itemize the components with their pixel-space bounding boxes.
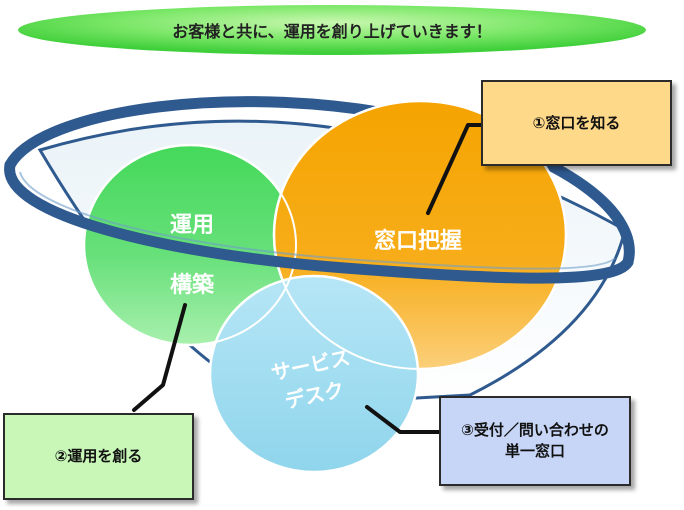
contact-label: 窓口把握 xyxy=(374,228,462,254)
ring-highlight xyxy=(19,171,616,270)
callout-2-text: ②運用を創る xyxy=(54,447,143,465)
callout-create-operation: ②運用を創る xyxy=(3,413,194,500)
banner-ellipse xyxy=(18,5,646,55)
callout-1-text: ①窓口を知る xyxy=(532,113,621,132)
operation-build-outline xyxy=(83,144,297,346)
connector-service-desk xyxy=(365,405,442,434)
callout-know-contact: ①窓口を知る xyxy=(481,80,672,166)
banner-text: お客様と共に、運用を創り上げていきます！ xyxy=(172,22,492,41)
callout-3-line1: ③受付／問い合わせの xyxy=(461,421,609,439)
service-desk-circle xyxy=(208,274,420,474)
operation-label-line1: 運用 xyxy=(170,213,214,238)
connector-operation xyxy=(132,303,187,412)
banner: お客様と共に、運用を創り上げていきます！ xyxy=(18,5,646,55)
contact-outline xyxy=(273,100,567,370)
operation-label-line2: 構築 xyxy=(170,272,215,298)
callout-3-line2: 単一窓口 xyxy=(504,442,565,460)
callout-single-contact: ③受付／問い合わせの 単一窓口 xyxy=(439,396,631,486)
ring-front xyxy=(4,159,634,284)
